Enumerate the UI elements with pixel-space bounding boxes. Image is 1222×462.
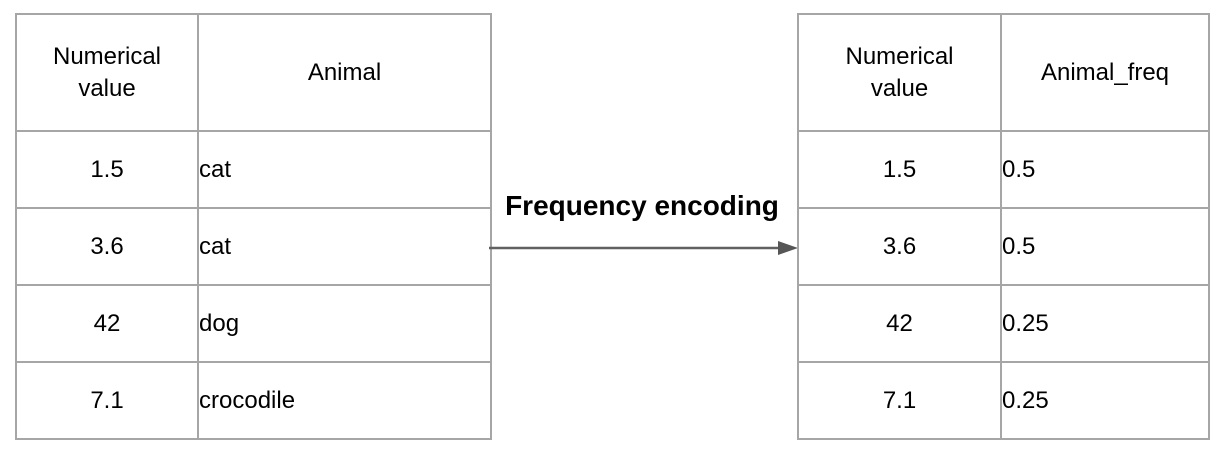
table-row: 7.1 0.25	[797, 361, 1210, 440]
table-row: 3.6 cat	[15, 207, 492, 286]
header-label: Numerical value	[52, 42, 162, 102]
cell-numerical-value: 42	[15, 284, 199, 363]
table-row: 1.5 cat	[15, 130, 492, 209]
table-header-row: Numerical value Animal	[15, 13, 492, 132]
table-row: 42 0.25	[797, 284, 1210, 363]
header-label: Animal_freq	[1040, 58, 1170, 86]
table-row: 3.6 0.5	[797, 207, 1210, 286]
cell-numerical-value: 3.6	[797, 207, 1002, 286]
cell-numerical-value: 3.6	[15, 207, 199, 286]
header-numerical-value: Numerical value	[15, 13, 199, 132]
cell-numerical-value: 1.5	[797, 130, 1002, 209]
cell-animal: crocodile	[197, 361, 492, 440]
header-animal-freq: Animal_freq	[1000, 13, 1210, 132]
table-header-row: Numerical value Animal_freq	[797, 13, 1210, 132]
cell-numerical-value: 7.1	[797, 361, 1002, 440]
table-row: 7.1 crocodile	[15, 361, 492, 440]
cell-animal: dog	[197, 284, 492, 363]
cell-animal: cat	[197, 207, 492, 286]
table-row: 42 dog	[15, 284, 492, 363]
table-row: 1.5 0.5	[797, 130, 1210, 209]
arrow-right-icon	[489, 241, 798, 255]
frequency-encoded-table: Numerical value Animal_freq 1.5 0.5 3.6 …	[797, 13, 1210, 440]
header-numerical-value: Numerical value	[797, 13, 1002, 132]
original-data-table: Numerical value Animal 1.5 cat 3.6 cat 4…	[15, 13, 492, 440]
header-label: Animal	[307, 58, 382, 86]
cell-numerical-value: 7.1	[15, 361, 199, 440]
arrow-label: Frequency encoding	[505, 190, 779, 221]
cell-animal-freq: 0.25	[1000, 284, 1210, 363]
cell-animal-freq: 0.5	[1000, 130, 1210, 209]
cell-numerical-value: 42	[797, 284, 1002, 363]
header-animal: Animal	[197, 13, 492, 132]
cell-numerical-value: 1.5	[15, 130, 199, 209]
cell-animal-freq: 0.25	[1000, 361, 1210, 440]
cell-animal: cat	[197, 130, 492, 209]
header-label: Numerical value	[845, 42, 954, 102]
cell-animal-freq: 0.5	[1000, 207, 1210, 286]
